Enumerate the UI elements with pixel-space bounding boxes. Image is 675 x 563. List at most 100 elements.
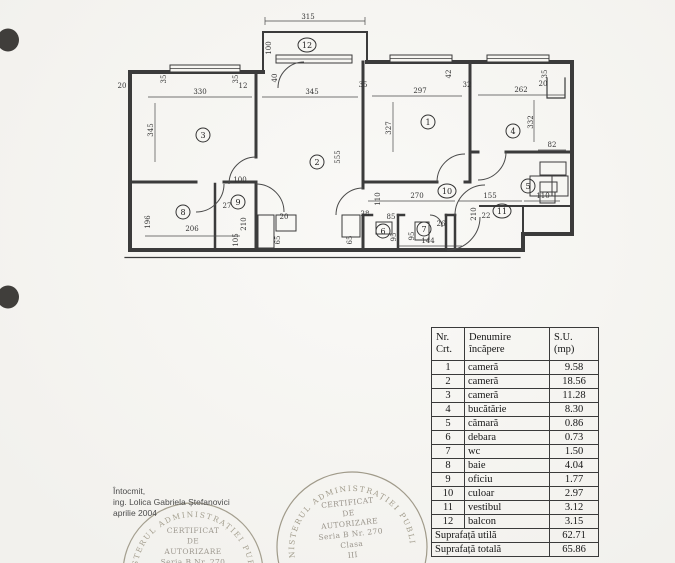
cell-su: 8.30 (549, 402, 599, 417)
punch-holes (0, 28, 19, 309)
dimension-label: 20 (280, 213, 289, 221)
dimension-label: 35 (232, 75, 240, 84)
cell-name: wc (464, 444, 550, 459)
cell-nr: 12 (431, 514, 465, 529)
dimension-label: 196 (144, 215, 152, 229)
header-name: Denumire încăpere (464, 327, 550, 361)
dimension-label: 210 (470, 207, 478, 220)
header-su: S.U. (mp) (549, 327, 599, 361)
cell-nr: 10 (431, 486, 465, 501)
dimension-label: 32 (463, 81, 472, 89)
window-room4 (486, 54, 550, 63)
punch-hole-bottom (0, 285, 19, 309)
stamp-right-text: CERTIFICATDEAUTORIZARESeria B Nr. 270Cla… (315, 495, 386, 563)
dimension-label: 345 (305, 88, 318, 96)
dimension-label: 100 (265, 41, 273, 54)
dimension-label: 110 (536, 192, 549, 200)
cell-name: cameră (464, 388, 550, 403)
author-note: Întocmit, ing. Lolica Gabriela Ștefanovi… (113, 486, 230, 518)
cell-name: cameră (464, 374, 550, 389)
cell-nr: 4 (431, 402, 465, 417)
cell-nr: 8 (431, 458, 465, 473)
room-number-1: 1 (425, 118, 430, 127)
cell-su: 18.56 (549, 374, 599, 389)
dimension-label: 100 (233, 176, 246, 184)
dimension-label: 65 (274, 236, 282, 245)
window-balcony-door (275, 54, 353, 64)
dimension-label: 332 (527, 115, 535, 128)
total-totala-value: 65.86 (549, 542, 599, 557)
cell-su: 0.73 (549, 430, 599, 445)
cell-name: cămară (464, 416, 550, 431)
room-circle-11 (492, 203, 512, 219)
dimension-label: 315 (301, 13, 314, 21)
dimension-label: 270 (410, 192, 423, 200)
room-number-7: 7 (421, 225, 426, 234)
dimension-label: 95 (390, 233, 398, 242)
room-circle-9 (230, 194, 246, 210)
dimension-label: 555 (334, 150, 342, 163)
room-circle-12 (297, 37, 317, 53)
cell-nr: 9 (431, 472, 465, 487)
cell-name: bucătărie (464, 402, 550, 417)
window-room3 (169, 64, 241, 73)
cell-nr: 6 (431, 430, 465, 445)
cell-su: 1.50 (549, 444, 599, 459)
dimension-label: 35 (541, 70, 549, 79)
punch-hole-top (0, 28, 19, 52)
dimension-label: 85 (387, 213, 396, 221)
dimension-label: 327 (385, 121, 393, 134)
svg-text:MINISTERUL ADMINISTRAȚIEI PU: MINISTERUL ADMINISTRAȚIEI PUBLICE (0, 0, 417, 563)
dimension-label: 40 (271, 74, 279, 83)
cell-su: 9.58 (549, 360, 599, 375)
dimension-label: 206 (185, 225, 199, 233)
windows (169, 54, 550, 73)
dimension-label: 20 (118, 82, 127, 90)
cell-su: 2.97 (549, 486, 599, 501)
room-circle-6 (375, 223, 391, 239)
cell-name: oficiu (464, 472, 550, 487)
total-utila-label: Suprafață utilă (431, 528, 550, 543)
room-number-5: 5 (525, 182, 530, 191)
room-number-3: 3 (200, 131, 205, 140)
header-nr: Nr. Crt. (431, 327, 465, 361)
dimension-label: 35 (160, 75, 168, 84)
cell-nr: 3 (431, 388, 465, 403)
total-totala-label: Suprafață totală (431, 542, 550, 557)
cell-name: balcon (464, 514, 550, 529)
cell-su: 3.15 (549, 514, 599, 529)
room-number-6: 6 (380, 227, 385, 236)
room-circle-7 (416, 221, 432, 237)
cell-nr: 7 (431, 444, 465, 459)
cell-name: cameră (464, 360, 550, 375)
dimension-label: 297 (413, 87, 426, 95)
room-number-4: 4 (510, 127, 515, 136)
room-circle-5 (520, 178, 536, 194)
room-number-2: 2 (314, 158, 319, 167)
door-arcs (195, 61, 507, 251)
room-number-12: 12 (302, 41, 312, 50)
cell-su: 11.28 (549, 388, 599, 403)
dimension-label: 27 (223, 202, 232, 210)
cell-name: culoar (464, 486, 550, 501)
dimension-label: 20 (539, 80, 548, 88)
dimension-label: 35 (359, 81, 368, 89)
room-number-8: 8 (180, 208, 185, 217)
dimension-label: 95 (408, 232, 416, 241)
room-number-10: 10 (442, 187, 452, 196)
cell-name: debara (464, 430, 550, 445)
cell-su: 0.86 (549, 416, 599, 431)
room-circle-10 (437, 183, 457, 199)
dimension-label: 28 (361, 210, 370, 218)
dimension-label: 330 (193, 88, 206, 96)
